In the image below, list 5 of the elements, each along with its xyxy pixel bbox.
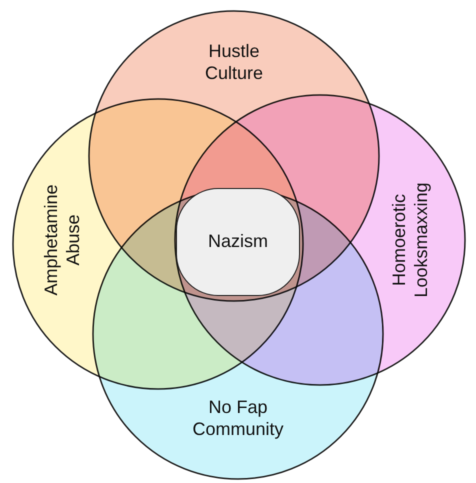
circle-label: Homoerotic Looksmaxxing: [388, 181, 432, 300]
circle-label: Nazism: [206, 230, 269, 252]
circle-label: Hustle Culture: [204, 40, 264, 84]
circle-label: Amphetamine Abuse: [40, 183, 84, 298]
circle-label: No Fap Community: [191, 396, 285, 440]
